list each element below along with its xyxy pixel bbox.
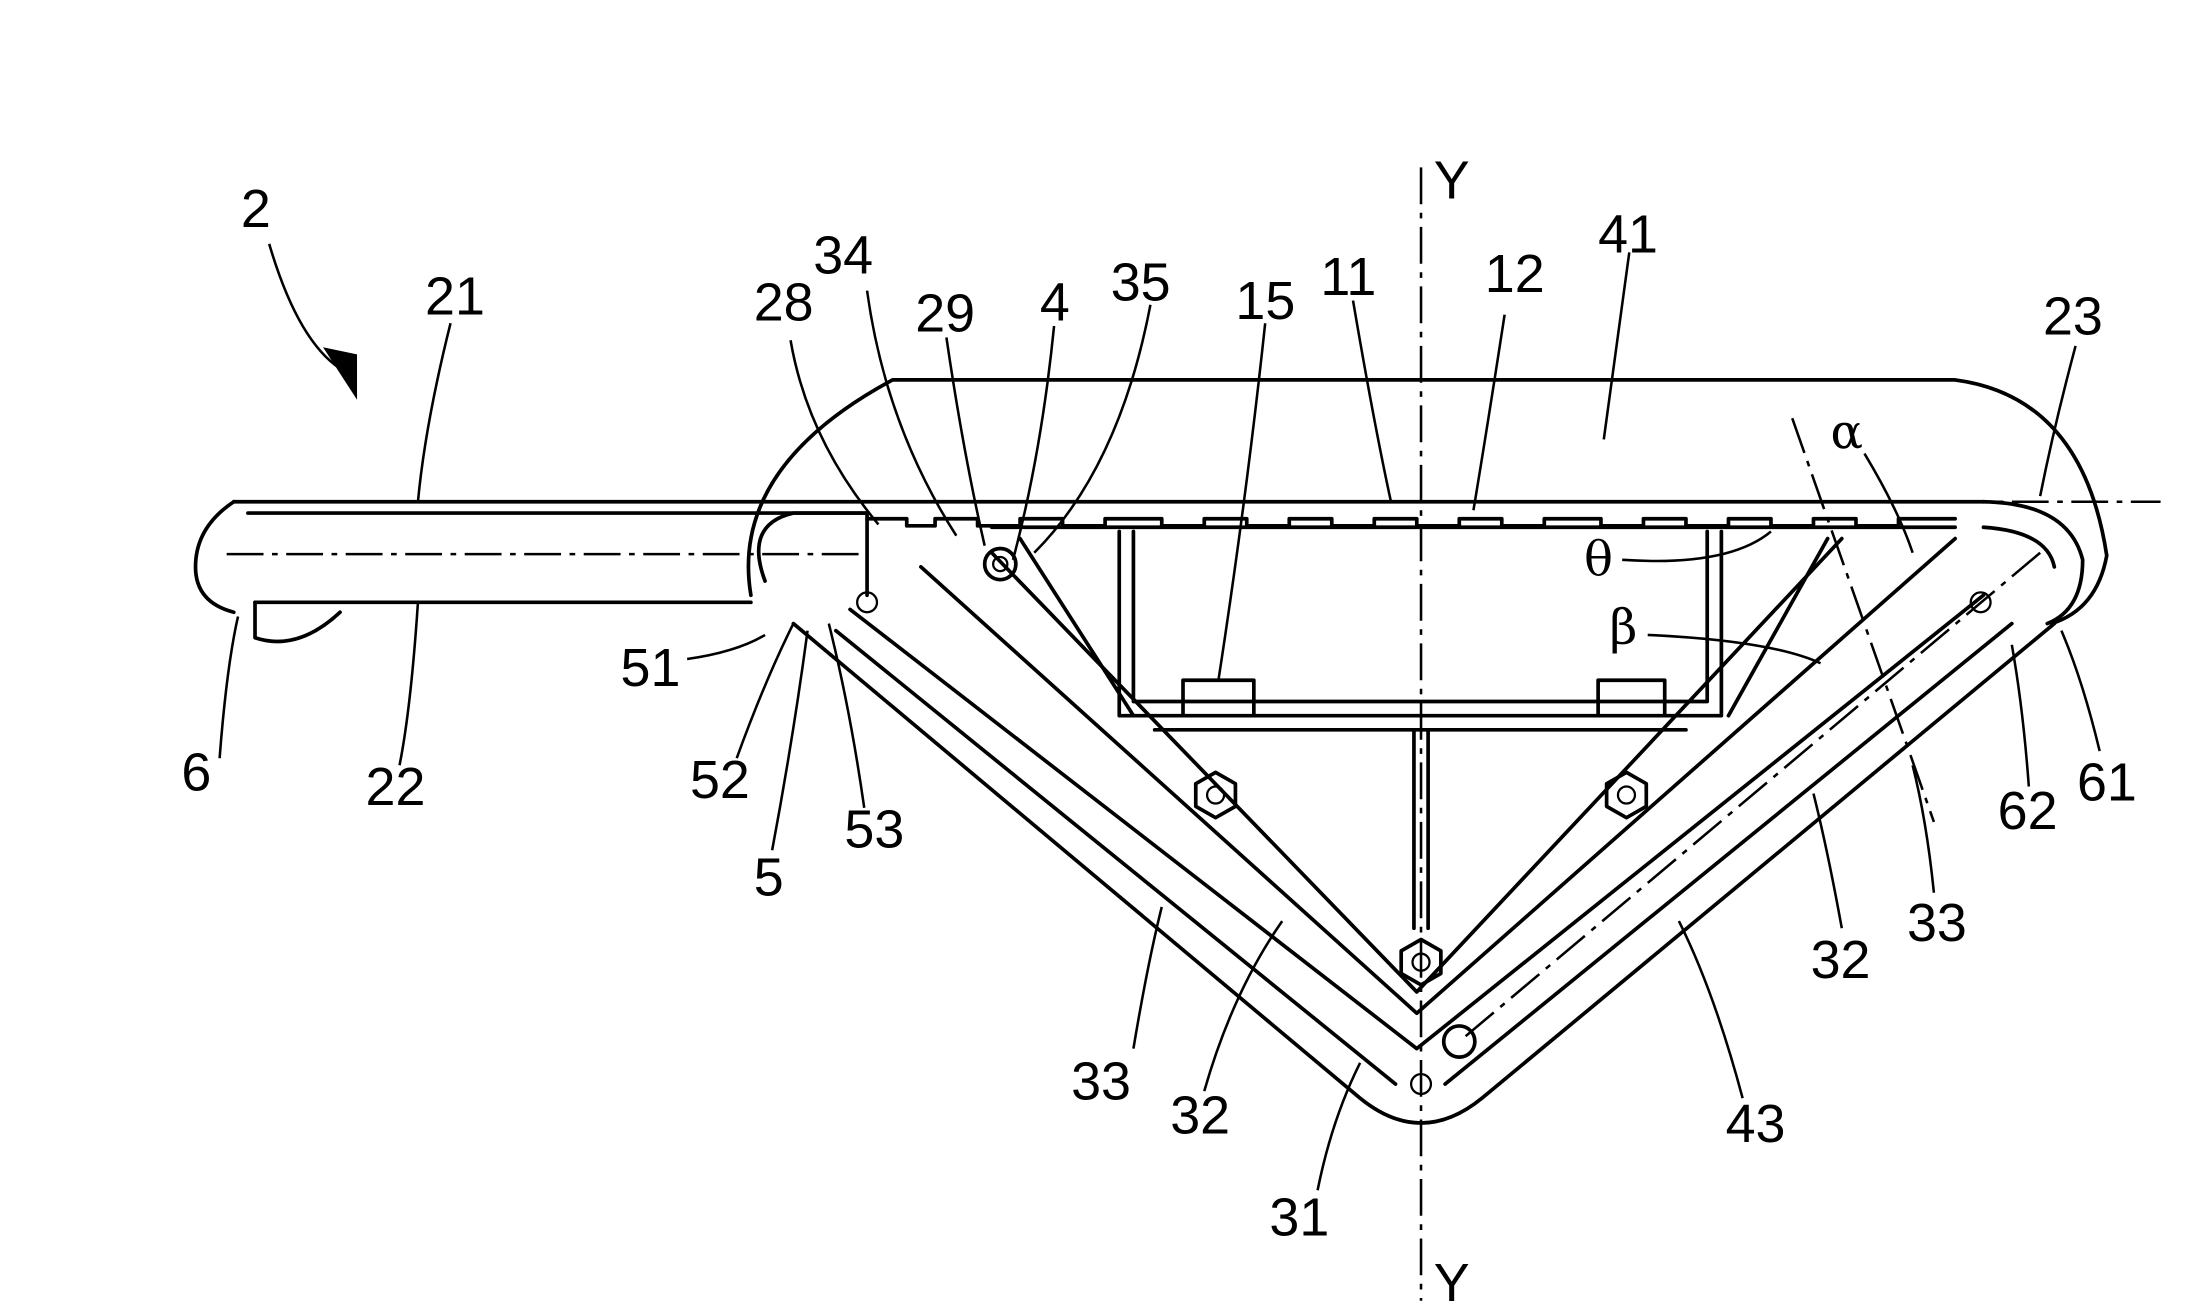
label-theta: θ (1584, 531, 1613, 587)
label-5: 5 (754, 848, 784, 908)
label-6: 6 (181, 743, 211, 803)
inner-frame (1117, 529, 1724, 732)
nut-right (1604, 770, 1649, 820)
pivot-left (856, 591, 879, 614)
pivots (856, 546, 1992, 1096)
assembly-arrow (267, 243, 341, 370)
label-31: 31 (1269, 1188, 1329, 1248)
arrow-head (323, 347, 358, 400)
label-35: 35 (1111, 253, 1171, 313)
v-linkage (791, 536, 2057, 1125)
label-51: 51 (621, 638, 681, 698)
axis-label-y-bottom: Y (1434, 1253, 1470, 1301)
label-11: 11 (1320, 247, 1376, 307)
label-32-right: 32 (1811, 930, 1871, 990)
nut-center (1399, 937, 1443, 987)
nut-left (1193, 770, 1238, 820)
angle-line (1791, 417, 1936, 823)
label-beta: β (1609, 599, 1637, 655)
label-33-left: 33 (1071, 1052, 1131, 1112)
diagonal-axis (1458, 551, 2041, 1043)
label-15: 15 (1235, 271, 1295, 331)
label-33-right: 33 (1907, 893, 1967, 953)
left-arm-21 (193, 499, 1986, 644)
label-62: 62 (1998, 781, 2058, 841)
label-61: 61 (2077, 753, 2137, 813)
label-41: 41 (1598, 204, 1658, 264)
axis-label-y-top: Y (1434, 151, 1470, 211)
label-29: 29 (915, 284, 975, 344)
label-32-left: 32 (1170, 1086, 1230, 1146)
label-23: 23 (2043, 287, 2103, 347)
label-52: 52 (690, 750, 750, 810)
pivot-lower-right (1441, 1024, 1477, 1059)
pivot-right (1969, 591, 1992, 614)
label-34: 34 (813, 226, 873, 286)
label-22: 22 (366, 757, 426, 817)
label-28: 28 (754, 272, 814, 332)
label-21: 21 (425, 267, 485, 327)
pivot-31 (1409, 1072, 1433, 1096)
leader-lines (218, 252, 2101, 1191)
label-4: 4 (1040, 272, 1070, 332)
housing-41 (746, 378, 2109, 626)
toothed-rail-12 (865, 516, 1957, 528)
label-12: 12 (1485, 244, 1545, 304)
right-arm-23 (1981, 499, 2085, 626)
label-43: 43 (1726, 1094, 1786, 1154)
label-53: 53 (844, 799, 904, 859)
pivot-4 (982, 546, 1018, 582)
label-2: 2 (241, 179, 271, 239)
label-alpha: α (1830, 404, 1863, 460)
